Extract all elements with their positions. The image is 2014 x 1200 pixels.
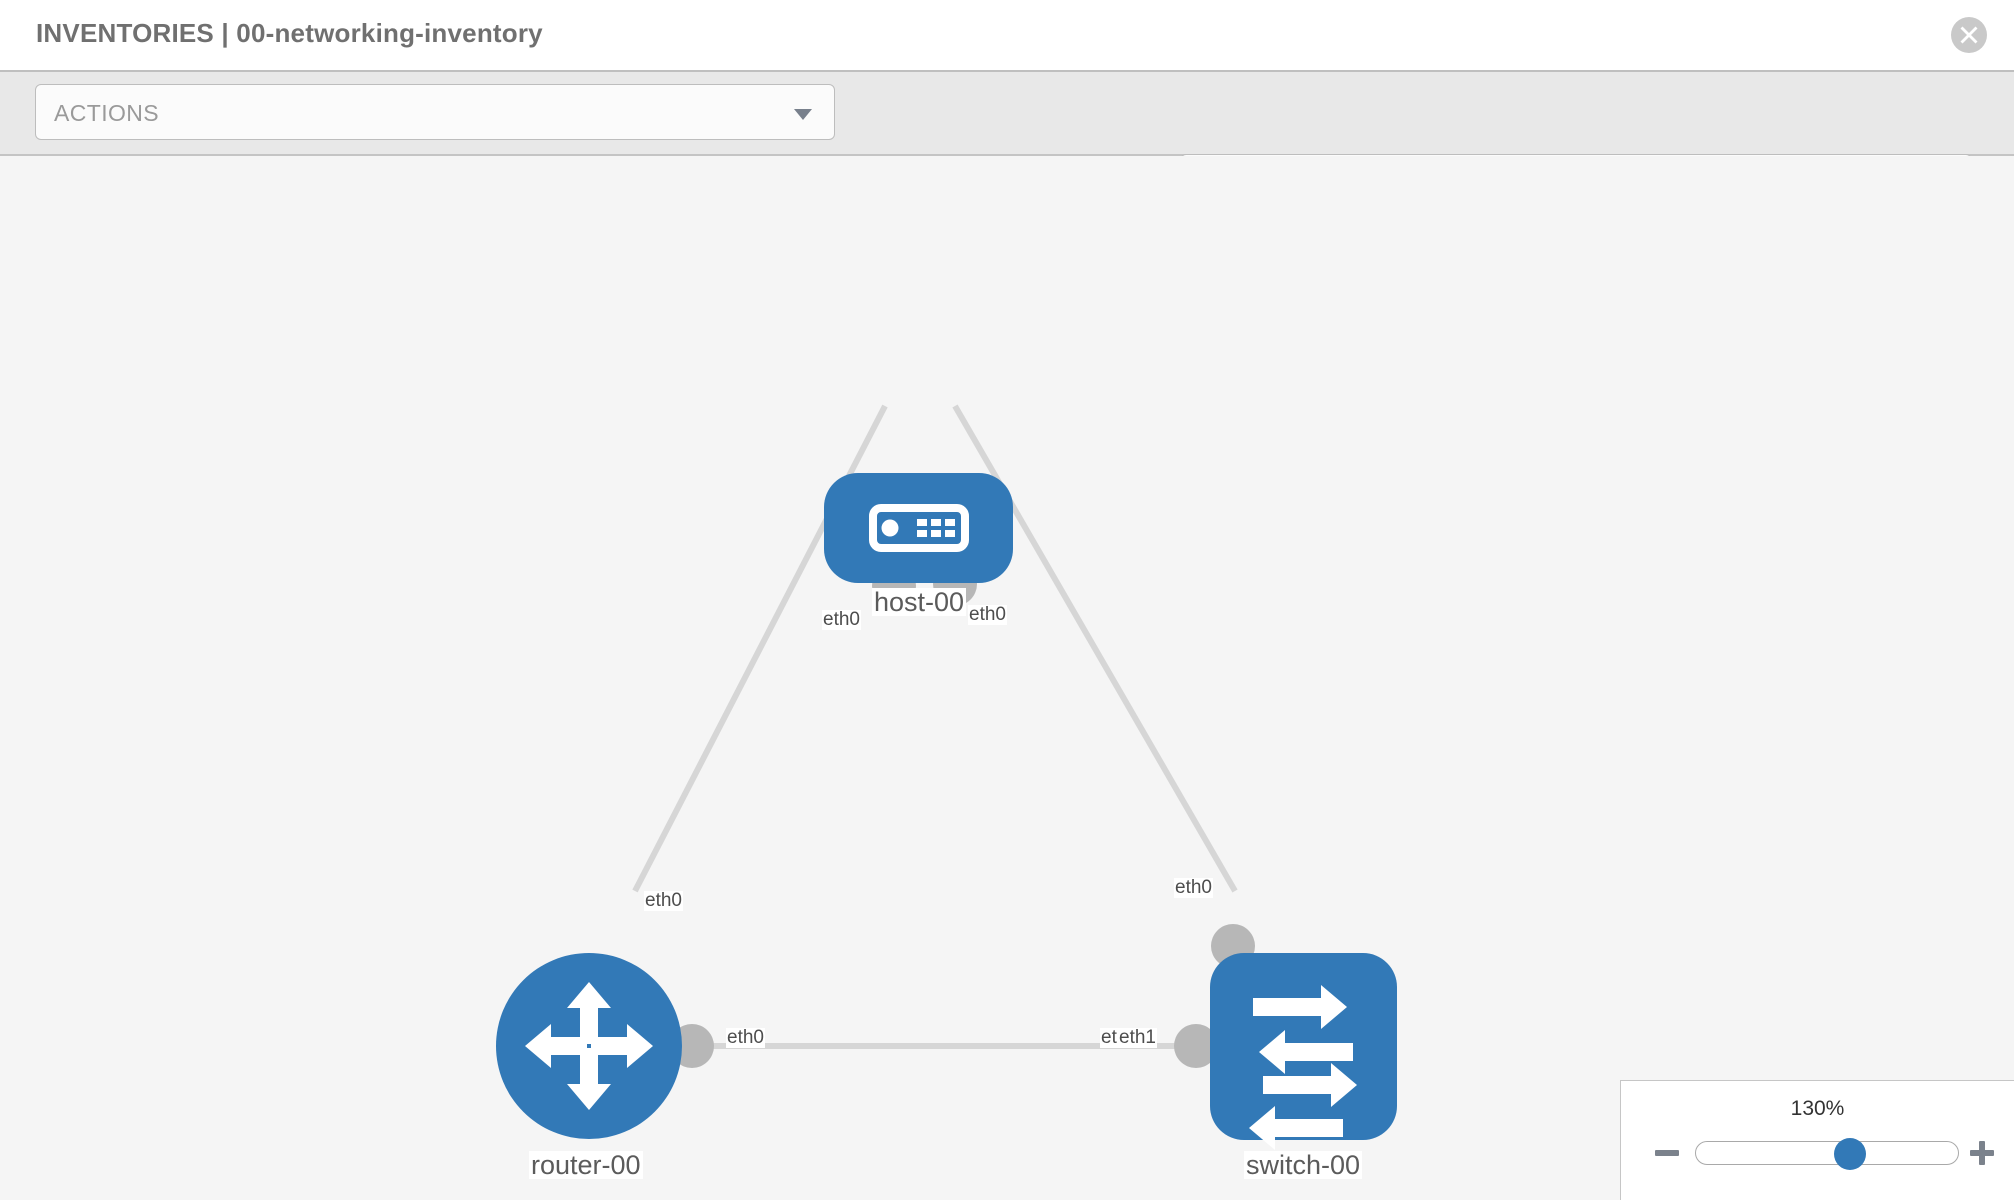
page-title: INVENTORIES | 00-networking-inventory (36, 18, 543, 48)
iface-label-switch-up: eth0 (1174, 877, 1213, 898)
toolbar: ACTIONS SEARCH (0, 70, 2014, 210)
router-icon (525, 982, 653, 1110)
actions-dropdown-label: ACTIONS (54, 100, 160, 126)
iface-label-host-left: eth0 (822, 609, 861, 630)
port-switch-left[interactable] (1174, 1024, 1218, 1068)
switch-icon (1249, 985, 1357, 1150)
topology-canvas[interactable]: host-00 router-00 switch-00 eth0 eth0 et… (0, 156, 2014, 1200)
close-button[interactable] (1951, 17, 1987, 53)
topology-graph (496, 404, 1397, 1150)
node-switch-00[interactable] (1210, 953, 1397, 1150)
page-header: INVENTORIES | 00-networking-inventory (0, 0, 2014, 70)
zoom-level-value: 130% (1790, 1097, 1845, 1120)
node-router-00[interactable] (496, 953, 682, 1139)
node-host-00[interactable] (824, 473, 1013, 583)
node-label-host-00: host-00 (872, 587, 967, 617)
plus-icon (1970, 1141, 1994, 1165)
zoom-controls (1621, 1133, 2014, 1173)
node-label-switch-00: switch-00 (1244, 1150, 1363, 1180)
zoom-slider[interactable] (1695, 1138, 1959, 1170)
iface-label-router-right: eth0 (726, 1027, 765, 1048)
actions-dropdown[interactable]: ACTIONS (35, 84, 835, 140)
zoom-out-button[interactable] (1651, 1137, 1683, 1169)
iface-label-host-right: eth0 (968, 604, 1007, 625)
minus-icon (1655, 1150, 1679, 1156)
chevron-down-icon (794, 109, 812, 120)
close-icon (1960, 26, 1978, 44)
topology-ports (670, 562, 1255, 1068)
zoom-panel: 130% (1620, 1080, 2014, 1200)
iface-label-switch-left-b: eth1 (1118, 1027, 1157, 1048)
node-label-router-00: router-00 (529, 1150, 643, 1180)
host-icon (869, 504, 969, 552)
zoom-slider-handle[interactable] (1834, 1138, 1866, 1170)
zoom-in-button[interactable] (1966, 1137, 1998, 1169)
iface-label-router-up: eth0 (644, 890, 683, 911)
